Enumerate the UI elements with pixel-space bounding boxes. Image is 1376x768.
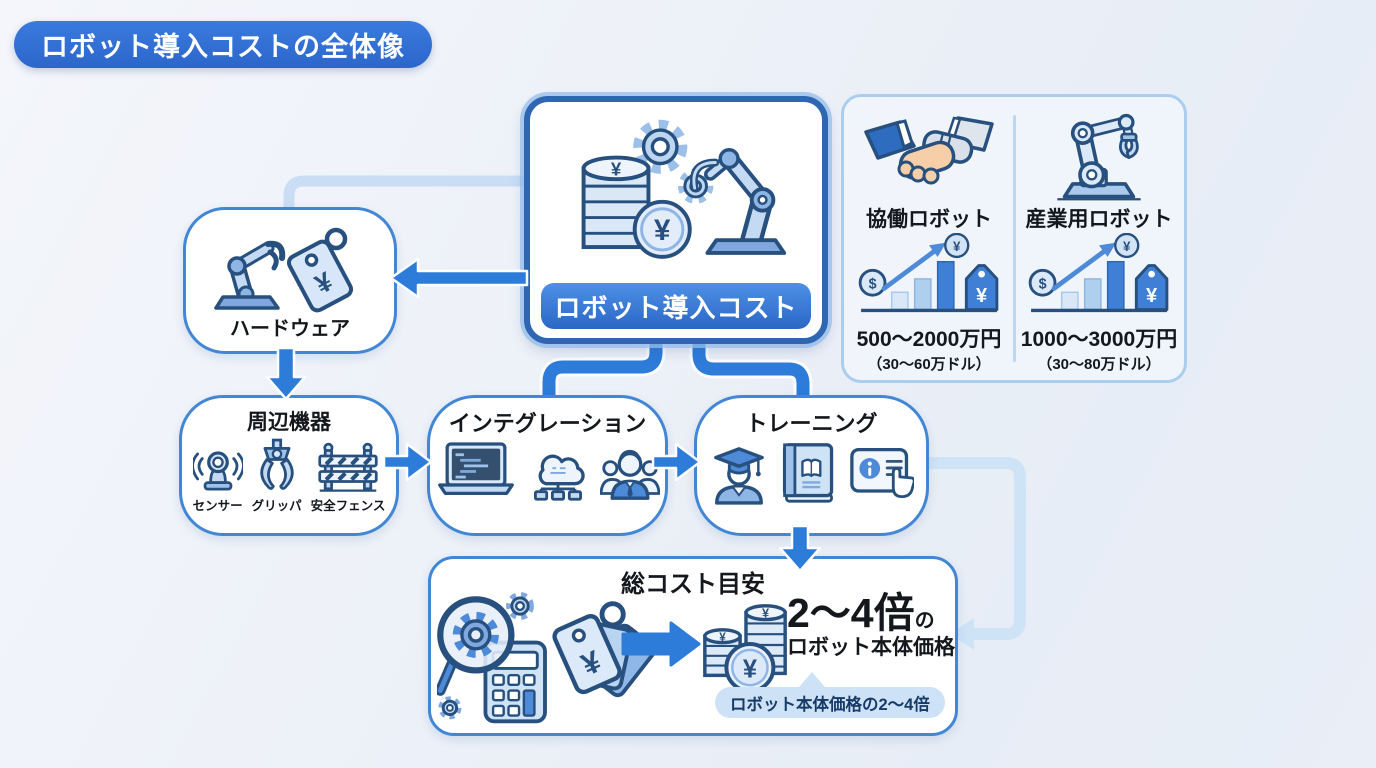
robot-arm-icon xyxy=(690,147,787,255)
robot-arm-price-tag-icon: ¥ xyxy=(214,227,354,313)
total-cost-text: 2〜4倍の ロボット本体価格 xyxy=(787,590,955,659)
svg-text:¥: ¥ xyxy=(762,606,770,621)
gear-small-icon xyxy=(506,592,534,620)
dollar-coin-icon xyxy=(1028,268,1057,297)
peripheral-item: センサー xyxy=(192,438,243,514)
node-integration-label: インテグレーション xyxy=(448,411,647,436)
svg-text:¥: ¥ xyxy=(611,158,622,179)
node-hardware-label: ハードウェア xyxy=(230,318,350,340)
magnifier-gear-icon xyxy=(437,596,515,696)
robot-type-name: 協働ロボット xyxy=(866,208,992,231)
peripheral-item: グリッパ xyxy=(252,438,302,514)
node-training-label: トレーニング xyxy=(745,411,878,436)
node-hardware: ¥ ハードウェア xyxy=(183,207,397,354)
svg-text:¥: ¥ xyxy=(654,214,671,247)
yen-price-tag-icon: ¥ xyxy=(964,264,999,311)
peripheral-label: センサー xyxy=(192,499,243,513)
gear-small-icon xyxy=(438,696,462,720)
badge-pointer-icon xyxy=(799,672,825,687)
coins-gears-robot-arm-icon: ¥ ¥ xyxy=(581,119,787,259)
svg-text:¥: ¥ xyxy=(743,655,758,683)
node-integration: インテグレーション xyxy=(427,395,668,536)
safety-fence-icon xyxy=(318,442,378,492)
price-growth-chart-icon: $ ¥ ¥ xyxy=(1028,233,1169,313)
hand-cursor-icon xyxy=(891,467,914,499)
yen-coin-icon xyxy=(1114,233,1140,259)
peripherals-icon-row: センサー グリッパ xyxy=(192,438,386,514)
svg-text:¥: ¥ xyxy=(1123,239,1131,254)
laptop-code-icon xyxy=(437,442,514,495)
gripper-icon xyxy=(259,438,294,490)
peripheral-item: 安全フェンス xyxy=(310,438,386,514)
total-cost-badge: ロボット本体価格の2〜4倍 xyxy=(715,687,945,718)
node-total-cost: 総コスト目安 xyxy=(428,556,958,736)
node-peripherals-label: 周辺機器 xyxy=(247,411,331,434)
industrial-robot-arm-icon xyxy=(1057,113,1141,201)
cloud-network-icon xyxy=(533,454,585,501)
svg-text:$: $ xyxy=(869,276,877,292)
svg-text:¥: ¥ xyxy=(976,285,988,307)
graduate-icon xyxy=(713,447,764,505)
handshake-icon xyxy=(864,116,994,185)
robot-type-price: 1000〜3000万円 xyxy=(1020,328,1178,351)
team-icon xyxy=(599,449,660,500)
node-peripherals: 周辺機器 センサー xyxy=(179,395,399,536)
manual-book-icon xyxy=(782,443,833,503)
training-icon-row xyxy=(710,441,914,505)
panel-col-industrial-robot: 産業用ロボット $ ¥ ¥ 1000〜3000万円 （30〜80万ドル） xyxy=(1014,97,1184,380)
trend-arrow-icon xyxy=(1051,247,1109,291)
robot-type-price: 500〜2000万円 xyxy=(856,328,1002,351)
robot-type-price-usd: （30〜60万ドル） xyxy=(867,356,991,373)
total-multiplier: 2〜4倍 xyxy=(787,590,915,636)
total-subject: ロボット本体価格 xyxy=(787,636,955,659)
page-title: ロボット導入コストの全体像 xyxy=(14,21,432,68)
price-growth-chart-icon: $ ¥ ¥ xyxy=(858,233,999,313)
svg-text:¥: ¥ xyxy=(1146,285,1158,307)
panel-divider xyxy=(1012,115,1016,362)
peripheral-label: 安全フェンス xyxy=(310,499,386,513)
svg-text:$: $ xyxy=(1039,276,1047,292)
panel-col-collaborative-robot: 協働ロボット $ ¥ ¥ 500〜2000万円 （30〜60万ドル） xyxy=(844,97,1014,380)
arrow-center-to-hardware-icon xyxy=(389,257,529,299)
svg-text:¥: ¥ xyxy=(953,239,961,254)
integration-icon-row xyxy=(436,441,660,501)
right-arrow-icon xyxy=(621,621,701,667)
yen-coin-icon xyxy=(944,233,970,259)
gear-icon xyxy=(633,119,688,174)
arrow-hardware-to-peripherals-icon xyxy=(265,346,307,401)
coin-stacks-icon: ¥ ¥ ¥ xyxy=(703,604,787,693)
sensor-icon xyxy=(192,451,243,491)
magnifier-gears-calculator-icon xyxy=(437,592,547,724)
node-training: トレーニング xyxy=(694,395,929,536)
yen-price-tag-icon: ¥ xyxy=(1134,264,1169,311)
center-node-label: ロボット導入コスト xyxy=(554,292,798,323)
robot-type-price-usd: （30〜80万ドル） xyxy=(1037,356,1161,373)
total-cost-badge-label: ロボット本体価格の2〜4倍 xyxy=(730,695,930,714)
peripheral-label: グリッパ xyxy=(251,499,302,513)
svg-text:¥: ¥ xyxy=(719,631,726,644)
center-node-robot-cost: ¥ ¥ ロボット導入コスト xyxy=(524,96,828,344)
tutorial-click-icon xyxy=(849,447,914,499)
total-cost-title: 総コスト目安 xyxy=(621,571,765,598)
yen-tag-icon: ¥ xyxy=(286,227,354,313)
trend-arrow-icon xyxy=(881,247,939,291)
page-title-label: ロボット導入コストの全体像 xyxy=(41,32,405,62)
dollar-coin-icon xyxy=(858,268,887,297)
robot-cost-panel: 協働ロボット $ ¥ ¥ 500〜2000万円 （30〜60万ドル） xyxy=(841,94,1187,383)
price-tags-icon: ¥ xyxy=(552,601,657,698)
robot-type-name: 産業用ロボット xyxy=(1025,208,1173,231)
yen-coin-icon: ¥ xyxy=(632,199,692,259)
center-node-label-pill: ロボット導入コスト xyxy=(541,283,811,329)
total-particle: の xyxy=(914,610,935,632)
